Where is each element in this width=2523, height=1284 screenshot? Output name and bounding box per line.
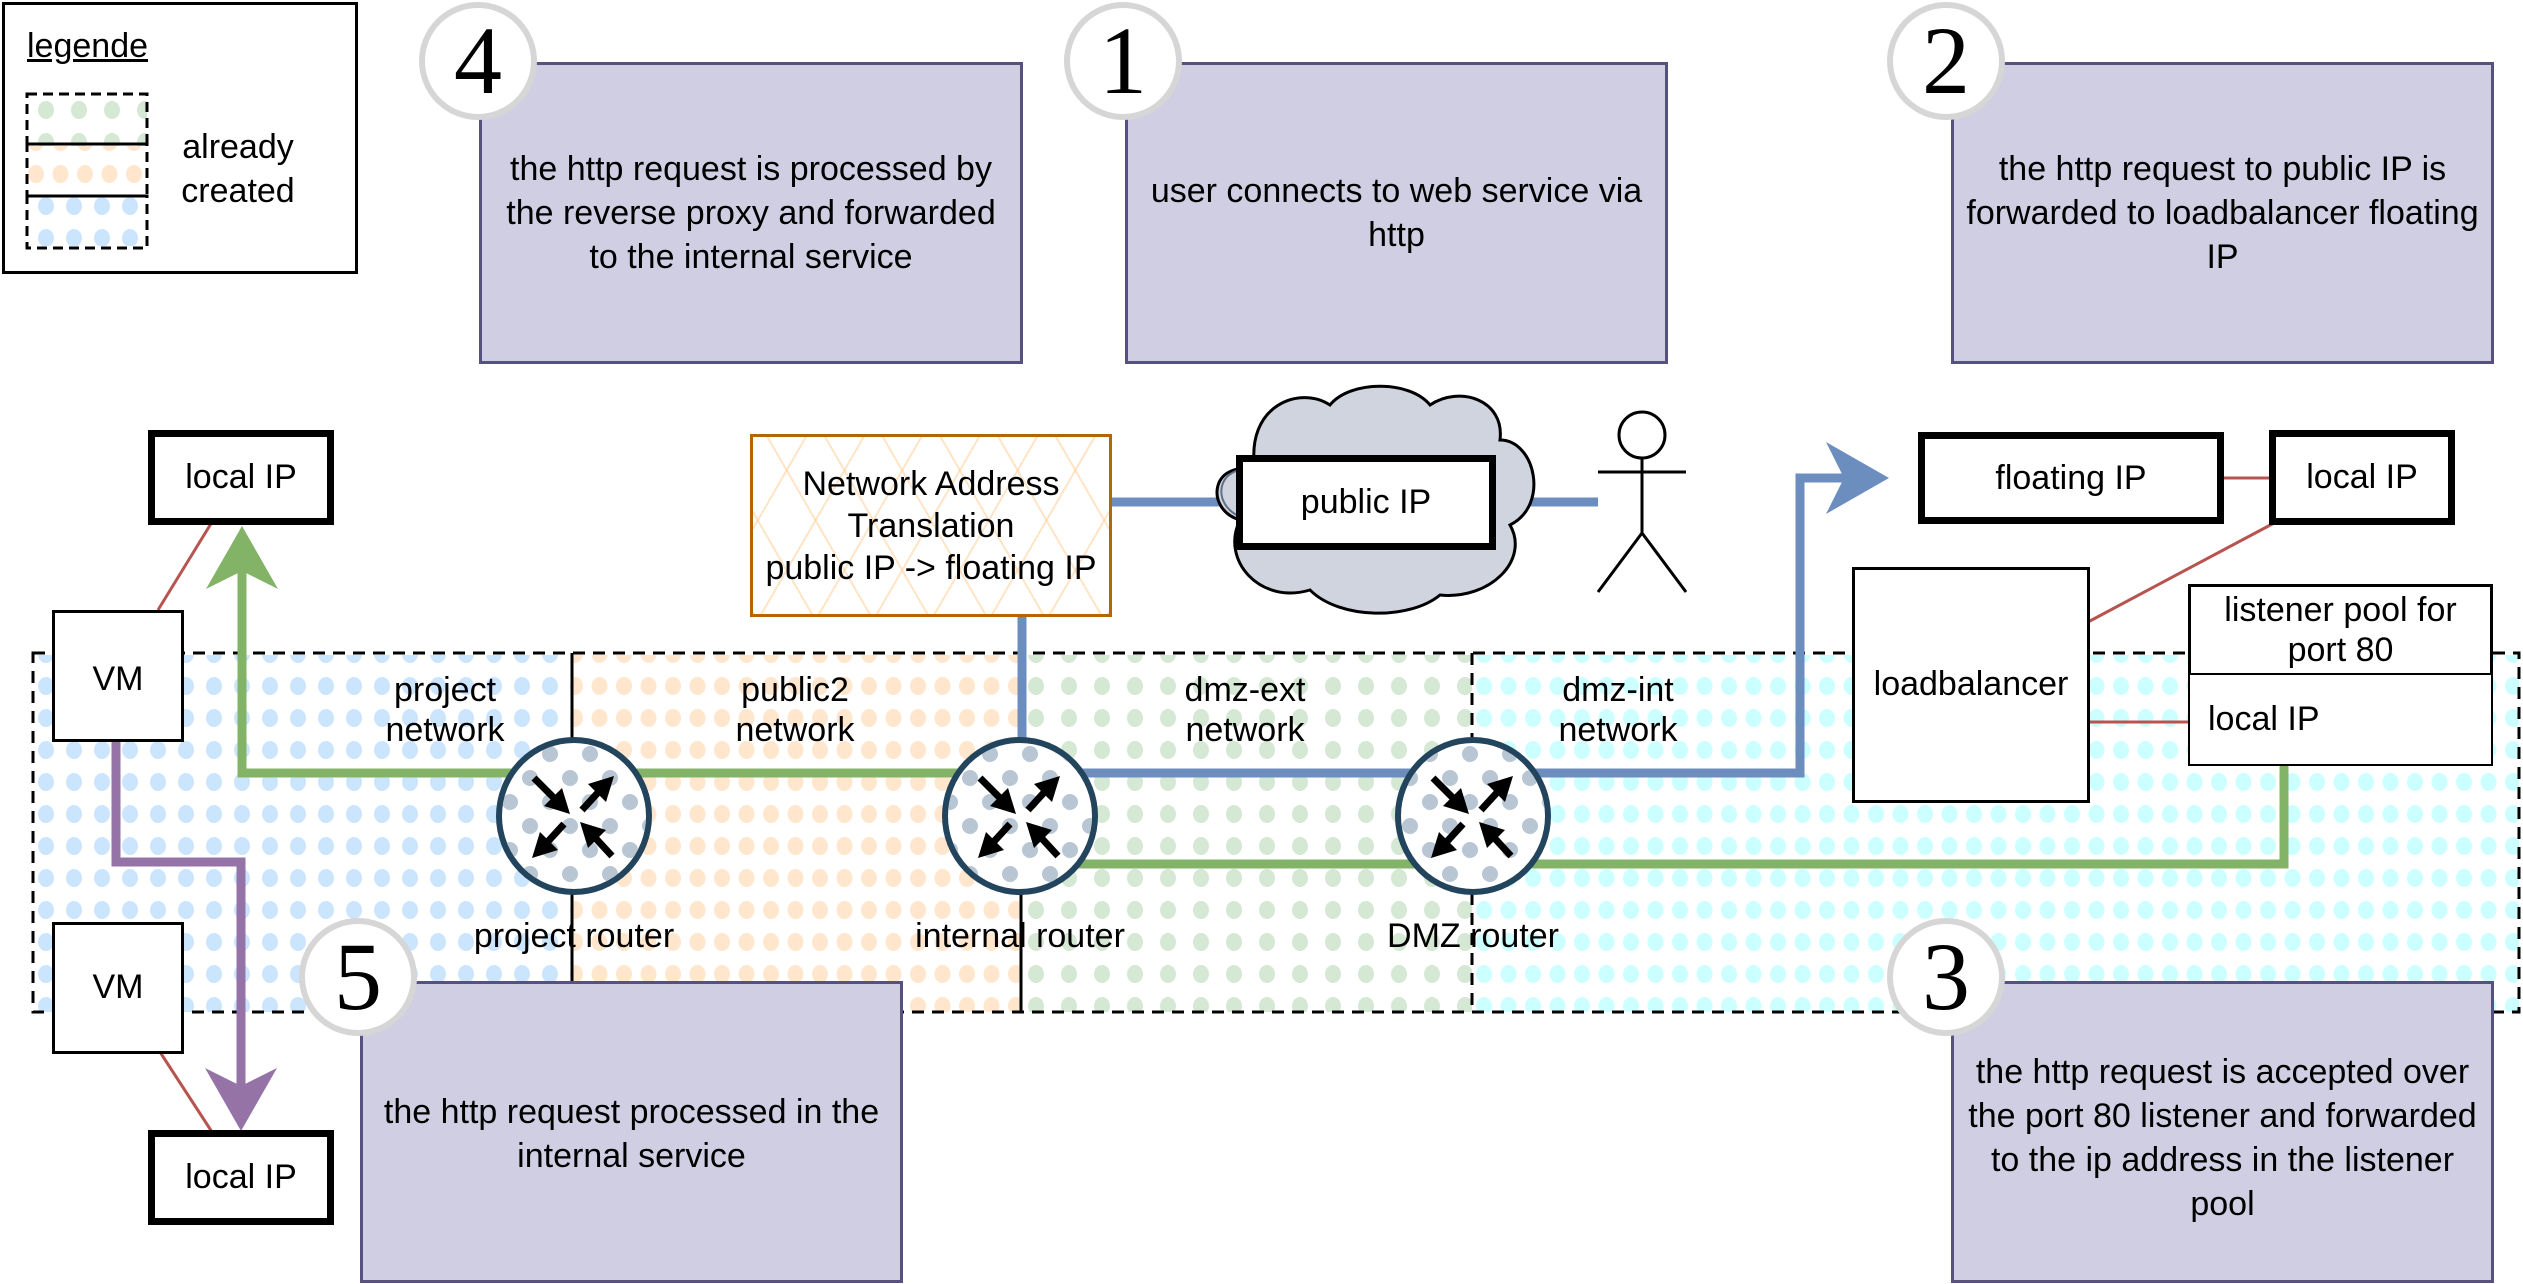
legend-title: legende: [27, 27, 149, 65]
public-ip[interactable]: public IP: [1236, 455, 1496, 550]
lb-local-ip[interactable]: local IP: [2269, 430, 2455, 525]
router-label-dmz: DMZ router: [1387, 917, 1559, 955]
step-badge-4: 4: [419, 2, 537, 120]
listener-pool-header[interactable]: listener pool for port 80: [2188, 584, 2493, 676]
network-label-dmz-ext: dmz-ext network: [1165, 670, 1325, 750]
vm-bottom[interactable]: VM: [52, 922, 184, 1054]
router-dmz[interactable]: [1395, 737, 1551, 895]
step-badge-1: 1: [1064, 2, 1182, 120]
legend: legende already created: [2, 2, 358, 274]
vm-label: VM: [92, 968, 144, 1006]
nat-mapping: public IP -> floating IP: [765, 548, 1097, 587]
step-badge-2: 2: [1887, 2, 2005, 120]
network-suffix: network: [385, 711, 505, 749]
legend-swatch-green: [27, 94, 147, 146]
local-ip-bottom[interactable]: local IP: [148, 1130, 334, 1225]
network-label-dmz-int: dmz-int network: [1538, 670, 1698, 750]
link-vm-local-ip-top: [156, 521, 214, 611]
router-label-internal: internal router: [915, 917, 1125, 955]
zone-dmz-ext-network: [1021, 655, 1472, 1012]
nat-box[interactable]: Network Address Translation public IP ->…: [750, 434, 1112, 617]
step-note-1: user connects to web service via http: [1125, 62, 1668, 364]
network-suffix: network: [735, 711, 855, 749]
loadbalancer-label: loadbalancer: [1873, 665, 2069, 703]
link-vm-local-ip-bottom: [158, 1051, 214, 1133]
loadbalancer[interactable]: loadbalancer: [1852, 567, 2090, 803]
legend-label: already created: [181, 128, 295, 210]
network-suffix: network: [1558, 711, 1678, 749]
step-note-2: the http request to public IP is forward…: [1951, 62, 2494, 364]
network-name: dmz-int: [1562, 671, 1674, 709]
router-label-project: project router: [473, 917, 675, 955]
step-note-3: the http request is accepted over the po…: [1951, 981, 2494, 1283]
network-name: dmz-ext: [1184, 671, 1306, 709]
step-note-5: the http request processed in the intern…: [360, 981, 903, 1283]
flow-to-local-ip-bottom: [111, 740, 277, 1131]
legend-swatches: [25, 92, 149, 250]
network-label-project: project network: [365, 670, 525, 750]
router-project[interactable]: [496, 737, 652, 895]
step-note-4: the http request is processed by the rev…: [479, 62, 1023, 364]
local-ip-top[interactable]: local IP: [148, 430, 334, 525]
user-actor-icon: [1596, 410, 1688, 593]
nat-title-line1: Network Address: [802, 464, 1060, 503]
step-badge-5: 5: [299, 918, 417, 1036]
nat-title-line2: Translation: [847, 506, 1015, 545]
router-internal[interactable]: [942, 737, 1098, 895]
networks-boundary: [31, 651, 2521, 1014]
network-name: project: [393, 671, 497, 709]
network-suffix: network: [1185, 711, 1305, 749]
network-name: public2: [741, 671, 849, 709]
listener-local-ip[interactable]: local IP: [2188, 673, 2493, 766]
legend-swatch-orange: [27, 146, 147, 196]
network-label-public2: public2 network: [715, 670, 875, 750]
vm-top[interactable]: VM: [52, 610, 184, 742]
vm-label: VM: [92, 660, 144, 698]
floating-ip[interactable]: floating IP: [1918, 432, 2224, 524]
link-local-ip-loadbalancer: [2087, 520, 2277, 624]
step-badge-3: 3: [1887, 918, 2005, 1036]
flow-to-local-ip-top: [206, 526, 1022, 778]
legend-swatch-blue: [27, 196, 147, 246]
